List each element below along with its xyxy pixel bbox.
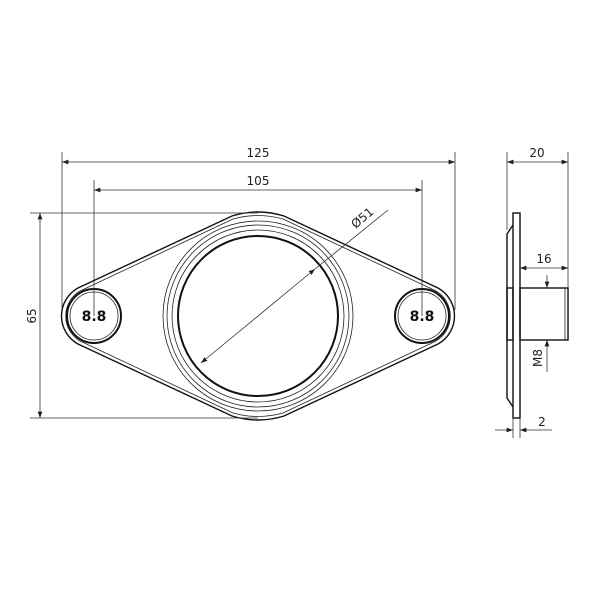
front-dimensions: 125 105 65 Ø51	[25, 146, 456, 419]
dim-stud-length: 16	[536, 252, 551, 266]
dim-total-depth: 20	[529, 146, 544, 160]
dim-overall-length: 125	[247, 146, 270, 160]
dim-hole-spacing: 105	[247, 174, 270, 188]
bolt-left: 8.8	[66, 288, 122, 344]
dim-thread: M8	[531, 349, 545, 367]
dim-plate-thickness: 2	[538, 415, 546, 429]
side-dimensions: 20 16 M8 2	[495, 146, 569, 438]
bolt-grade-right: 8.8	[410, 309, 435, 325]
flange-side-view	[506, 212, 569, 419]
dim-bore-diameter: Ø51	[348, 205, 376, 232]
bolt-grade-left: 8.8	[82, 309, 107, 325]
dim-height: 65	[25, 308, 39, 323]
